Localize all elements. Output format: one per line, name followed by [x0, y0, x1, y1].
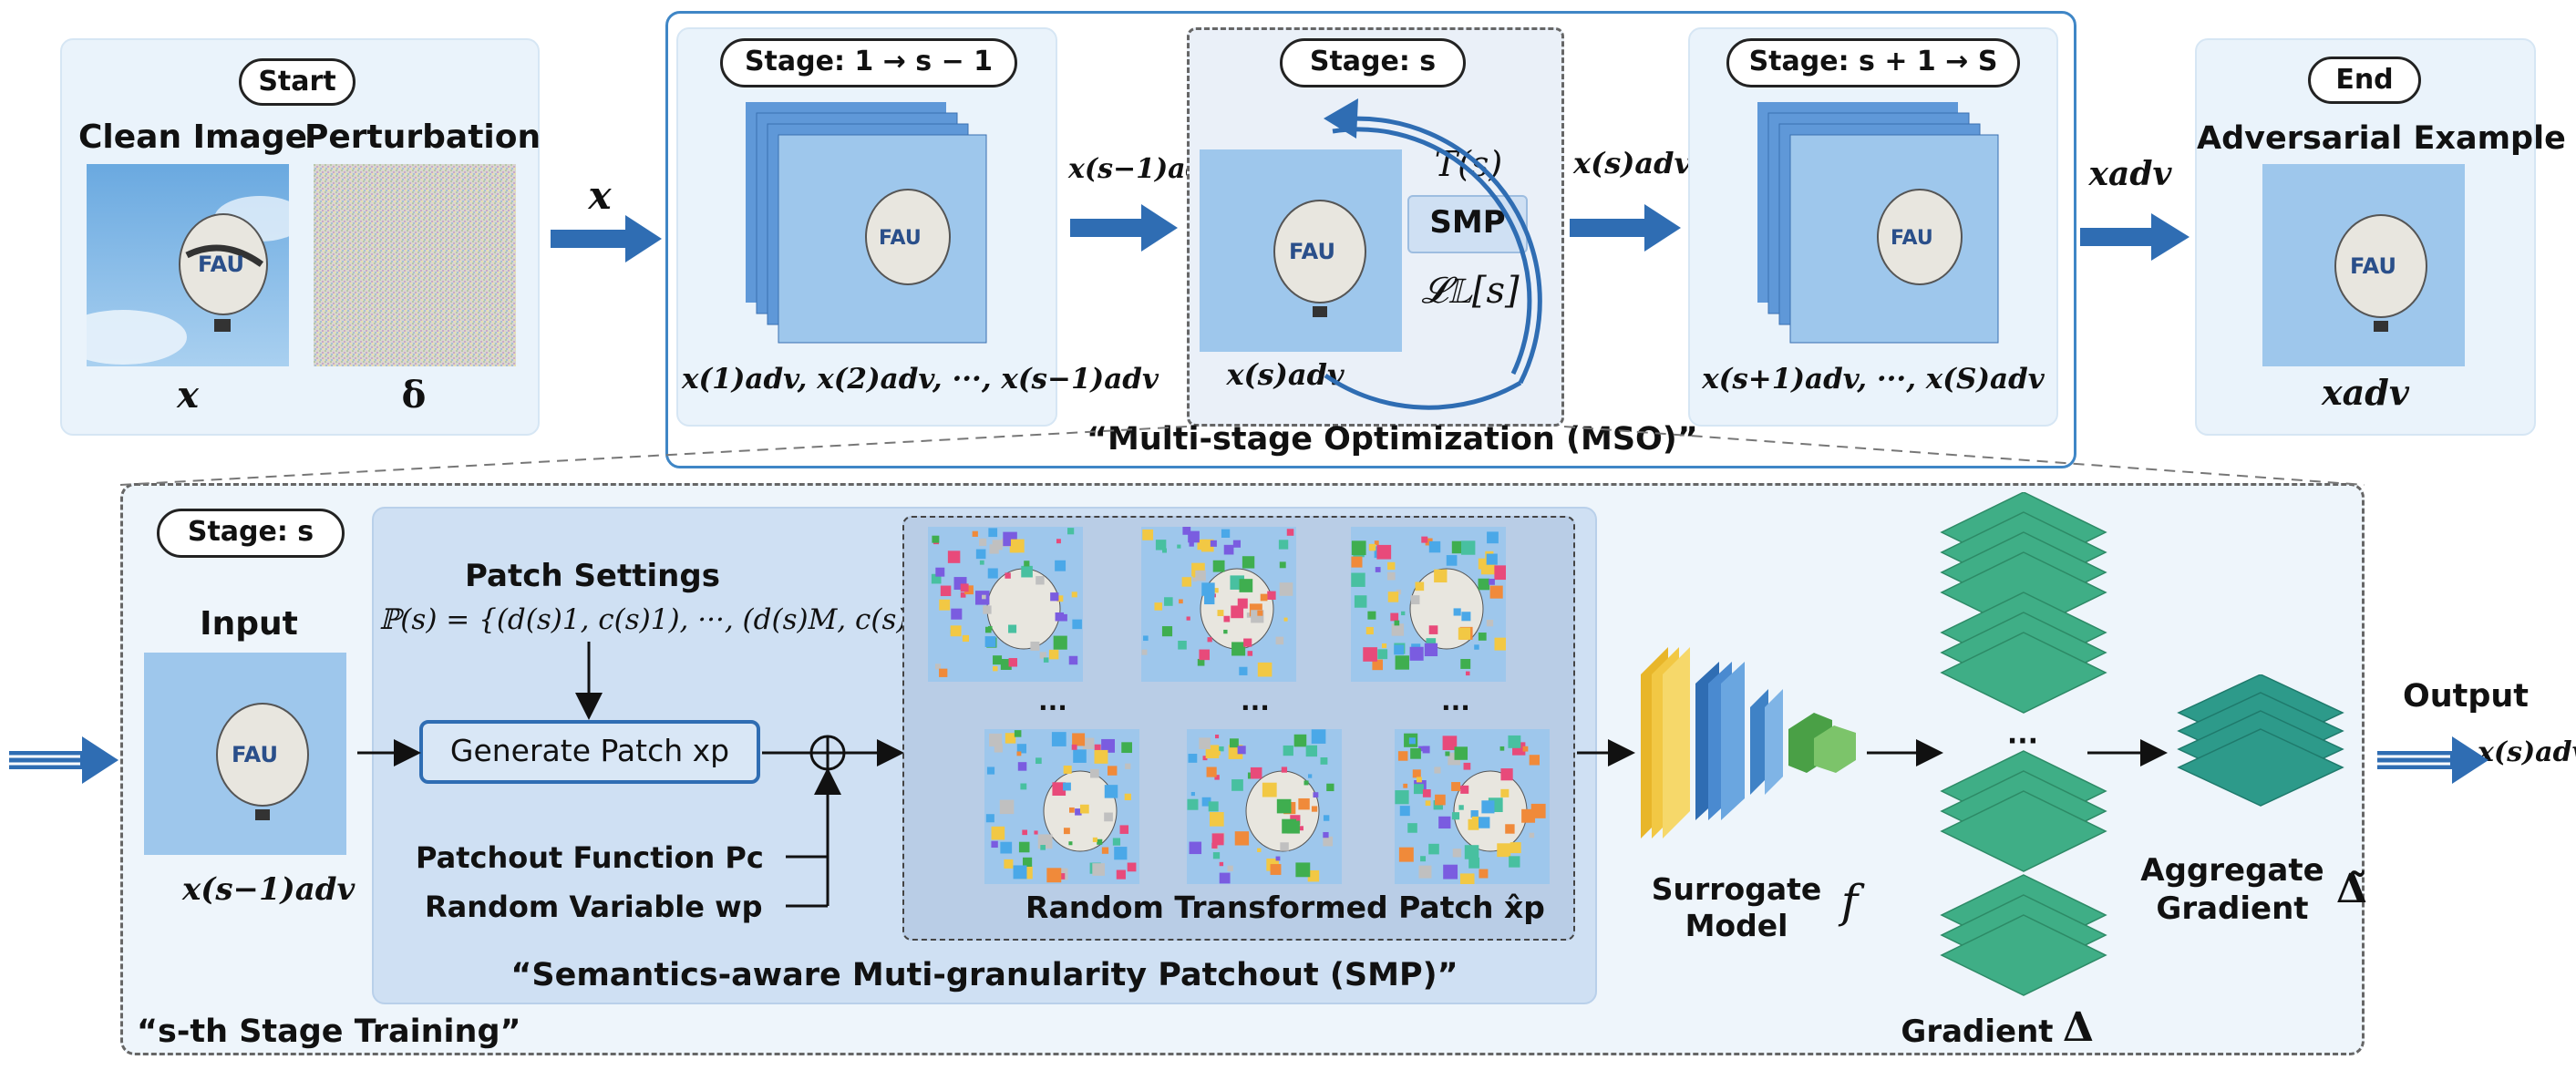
arrow-end-label: xadv	[2088, 155, 2172, 193]
generate-patch-button	[419, 720, 760, 784]
adversarial-image: FAU	[2262, 164, 2465, 366]
gradient-label: Gradient	[1901, 1013, 2054, 1050]
smp-label: SMP	[1429, 204, 1506, 241]
surrogate-label: Surrogate Model	[1651, 871, 1822, 943]
clean-image: FAU	[87, 164, 289, 366]
dots-2: ···	[1241, 693, 1270, 723]
generate-patch-label: Generate Patch xp	[449, 733, 730, 768]
svg-text:FAU: FAU	[1289, 239, 1335, 264]
svg-text:FAU: FAU	[198, 252, 244, 277]
stage-s-pill: Stage: s	[1280, 38, 1466, 87]
gradient-stacks	[1940, 492, 2107, 996]
perturb-var: δ	[401, 374, 427, 417]
start-pill: Start	[239, 58, 355, 106]
surrogate-var: f	[1840, 875, 1859, 928]
surrogate-model-icon	[1641, 647, 1856, 839]
bottom-stage-pill: Stage: s	[157, 509, 345, 558]
stage3-caption: x(s+1)adv, ···, x(S)adv	[1702, 363, 2045, 396]
cycle-arrow	[1324, 116, 1542, 410]
cycle-arrow-head	[1324, 98, 1358, 139]
random-variable-label: Random Variable wp	[425, 890, 763, 924]
blue-arrows	[9, 204, 2488, 784]
zoom-line-left	[119, 426, 1188, 486]
perturbation-label: Perturbation	[304, 118, 541, 156]
random-patch-image	[984, 729, 1139, 884]
random-patch-image	[1351, 527, 1506, 682]
mso-title: “Multi-stage Optimization (MSO)”	[1087, 421, 1698, 458]
random-patch-image	[1395, 729, 1550, 884]
perturbation-image	[314, 164, 516, 366]
aggregate-var: Δ̃	[2335, 866, 2368, 912]
stage-s-image: FAU	[1200, 149, 1402, 352]
output-var: x(s)adv	[2478, 736, 2576, 768]
loss-label: 𝓛𝕃[s]	[1421, 270, 1520, 312]
stage3-image-stack: FAU	[1757, 102, 1999, 344]
stage1-image-stack: FAU	[746, 102, 987, 344]
end-var: xadv	[2322, 372, 2409, 413]
smp-box	[1407, 195, 1528, 253]
dots-3: ···	[1441, 693, 1470, 723]
mso-frame	[665, 11, 2076, 468]
aggregate-gradient-stack	[2177, 674, 2344, 807]
clean-image-label: Clean Image	[78, 118, 308, 156]
patch-settings-formula: ℙ(s) = {(d(s)1, c(s)1), ···, (d(s)M, c(s…	[379, 603, 966, 636]
output-label: Output	[2402, 678, 2530, 715]
random-patch-image	[1141, 527, 1296, 682]
stage3-pill: Stage: s + 1 → S	[1726, 38, 2020, 87]
stage-s-caption: x(s)adv	[1226, 357, 1345, 392]
stage1-pill: Stage: 1 → s − 1	[720, 38, 1017, 87]
smp-title: “Semantics-aware Muti-granularity Patcho…	[510, 957, 1458, 993]
input-image: FAU	[144, 653, 346, 855]
gradient-dots: ···	[2006, 725, 2039, 757]
gradient-var: Δ	[2062, 1004, 2095, 1051]
svg-text:FAU: FAU	[1891, 227, 1933, 250]
zoom-line-right	[1563, 426, 2365, 486]
input-label: Input	[200, 605, 298, 643]
triple-arrow-lines	[9, 755, 2450, 766]
patch-settings-title: Patch Settings	[465, 558, 720, 594]
arrow-x-label: x	[588, 173, 612, 218]
aggregate-label: Aggregate Gradient	[2140, 852, 2324, 927]
clean-var: x	[177, 374, 199, 417]
stage-training-title: “s-th Stage Training”	[137, 1013, 521, 1050]
random-patch-image	[1187, 729, 1342, 884]
svg-text:FAU: FAU	[232, 742, 278, 767]
end-title: Adversarial Example	[2197, 120, 2566, 157]
dots-1: ···	[1038, 693, 1067, 723]
random-patch-caption: Random Transformed Patch x̂p	[1025, 890, 1545, 925]
svg-text:FAU: FAU	[2350, 253, 2396, 279]
random-patch-image	[928, 527, 1083, 682]
svg-text:FAU: FAU	[879, 227, 922, 250]
patchout-function-label: Patchout Function Pc	[416, 840, 764, 875]
end-pill: End	[2308, 57, 2421, 104]
